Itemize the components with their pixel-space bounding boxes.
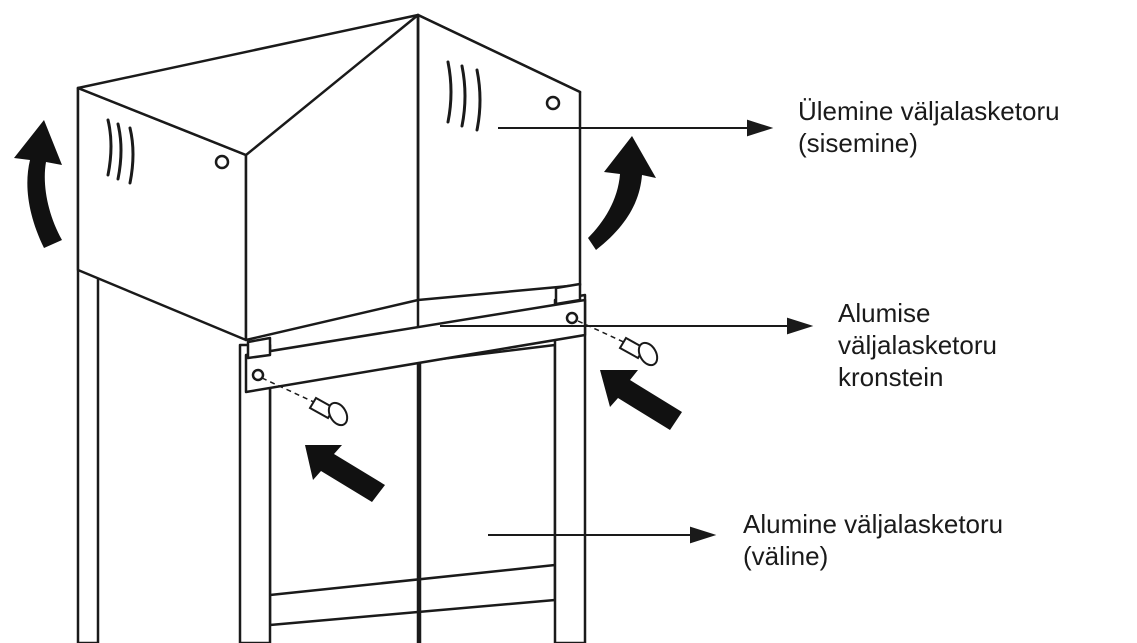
screw-hole: [251, 368, 265, 382]
lower-chimney-inner-edge: [269, 563, 556, 597]
lower-chimney-back-panel: [268, 343, 557, 627]
screw-icon: [308, 396, 349, 427]
curved-arrow-icon: [14, 120, 62, 248]
upper-chimney-label: Ülemine väljalasketoru (sisemine): [798, 95, 1060, 159]
lower-chimney-label-line: (väline): [743, 541, 829, 571]
vent-slot: [460, 64, 467, 128]
lower-bracket-label-line: väljalasketoru: [838, 330, 997, 360]
screw-hole: [565, 311, 579, 325]
bracket-right-tab: [554, 282, 582, 306]
vent-slot: [128, 126, 135, 185]
push-arrow-icon: [305, 445, 385, 502]
bracket-bar: [244, 298, 587, 394]
lower-bracket-label-line: kronstein: [838, 362, 944, 392]
lower-chimney-right-panel: [553, 293, 587, 643]
screw-hole: [545, 95, 561, 111]
lower-chimney-label: Alumine väljalasketoru (väline): [743, 508, 1003, 572]
push-arrow-icon: [600, 370, 682, 430]
vent-slot: [106, 118, 113, 177]
upper-chimney-label-line: (sisemine): [798, 128, 918, 158]
upper-chimney-right-panel: [416, 13, 582, 302]
lower-bracket-label: Alumise väljalasketoru kronstein: [838, 297, 997, 393]
vent-slot: [446, 60, 453, 124]
screw-icon: [618, 336, 659, 367]
upper-chimney-label-line: Ülemine väljalasketoru: [798, 96, 1060, 126]
vent-slot: [475, 68, 482, 132]
vent-slot: [116, 122, 123, 181]
lower-bracket-label-line: Alumise: [838, 298, 931, 328]
screw-hole: [214, 154, 230, 170]
curved-arrow-icon: [588, 136, 656, 250]
lower-chimney-label-line: Alumine väljalasketoru: [743, 509, 1004, 539]
bracket-left-tab: [246, 336, 272, 360]
